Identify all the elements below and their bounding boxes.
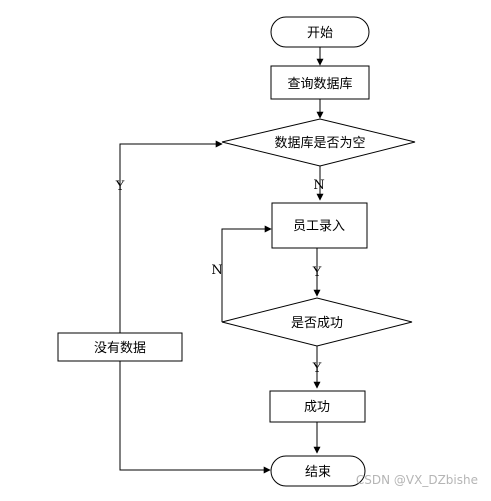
node-end: 结束 <box>270 455 366 487</box>
node-start: 开始 <box>270 16 370 48</box>
watermark-text: CSDN @VX_DZbishe <box>356 473 478 487</box>
node-success-decision: 是否成功 <box>221 297 413 347</box>
terminal-start-shape <box>270 16 370 48</box>
node-end-label: 结束 <box>305 465 331 480</box>
edge-label-check-no: N <box>211 263 222 278</box>
process-query-shape <box>270 65 370 100</box>
edge-label-entry-yes: Y <box>312 265 322 280</box>
node-db-empty-label: 数据库是否为空 <box>274 135 365 151</box>
edge-label-empty-yes: Y <box>115 179 125 194</box>
flowchart-edges <box>119 47 324 474</box>
process-success-shape <box>269 390 366 423</box>
node-no-data-label: 没有数据 <box>94 341 146 356</box>
process-entry-shape <box>271 202 368 249</box>
terminal-end-shape <box>270 455 366 487</box>
edge-labels: Y N Y N Y <box>115 178 325 376</box>
edge-check-no-loop <box>221 225 272 322</box>
node-no-data: 没有数据 <box>57 332 183 362</box>
node-query-db: 查询数据库 <box>270 65 370 100</box>
edge-label-check-yes: Y <box>312 361 322 376</box>
decision-success-shape <box>221 297 413 347</box>
node-employee-entry: 员工录入 <box>271 202 368 249</box>
decision-db-empty-shape <box>221 118 416 167</box>
edge-no-data-to-empty-check <box>119 140 223 333</box>
edge-label-empty-no: N <box>313 178 324 193</box>
edge-no-data-to-end <box>119 333 271 474</box>
node-query-db-label: 查询数据库 <box>287 76 352 92</box>
node-employee-entry-label: 员工录入 <box>293 219 345 234</box>
node-start-label: 开始 <box>307 26 333 41</box>
node-db-empty-decision: 数据库是否为空 <box>221 118 416 167</box>
node-success-label: 成功 <box>304 400 330 415</box>
node-success: 成功 <box>269 390 366 423</box>
node-success-check-label: 是否成功 <box>291 316 343 331</box>
process-no-data-shape <box>57 332 183 362</box>
